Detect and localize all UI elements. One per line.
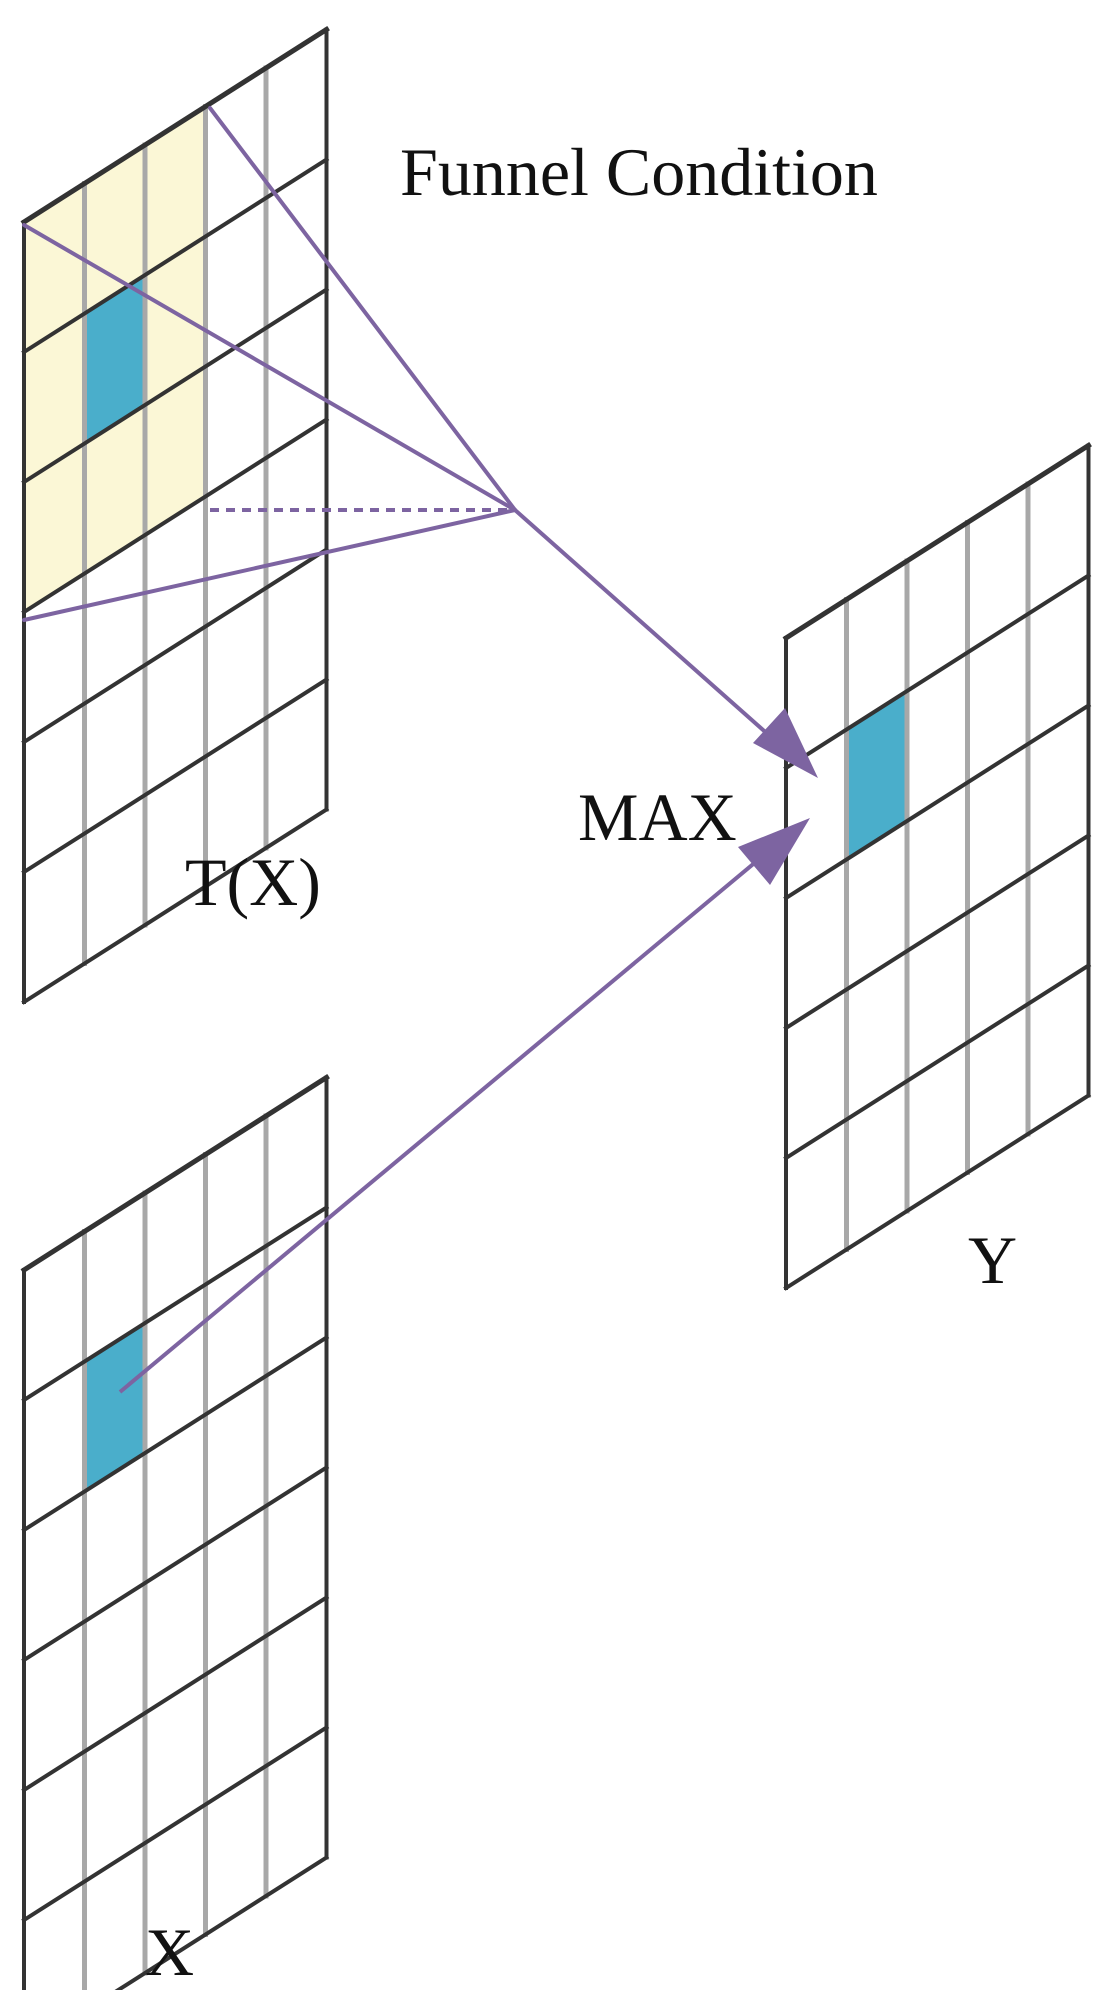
grid-row-line bbox=[783, 572, 1092, 771]
grid-row-line bbox=[20, 1074, 330, 1274]
y-output-map-grid bbox=[782, 442, 1092, 1291]
arrows bbox=[118, 508, 818, 1394]
y-grid-lines bbox=[782, 442, 1092, 1291]
x-grid-lines bbox=[20, 1074, 330, 1990]
tx-feature-map-grid bbox=[20, 26, 330, 1005]
grid-row-line bbox=[21, 1334, 330, 1533]
y-highlight-cell bbox=[845, 689, 908, 862]
x-highlight-cell bbox=[83, 1321, 146, 1494]
grid-row-line bbox=[21, 806, 330, 1005]
y-label: Y bbox=[968, 1222, 1017, 1298]
arrow-x-to-y bbox=[118, 848, 772, 1394]
x-label: X bbox=[145, 1914, 194, 1990]
arrowhead-tx-to-y bbox=[753, 708, 818, 778]
grid-row-line bbox=[21, 286, 330, 485]
max-label: MAX bbox=[578, 779, 737, 855]
arrowhead-x-to-y bbox=[738, 818, 810, 885]
grid-row-line bbox=[21, 156, 330, 355]
funnel-lines bbox=[22, 106, 517, 622]
grid-row-line bbox=[21, 416, 330, 615]
grid-row-line bbox=[114, 1854, 330, 1990]
funnel-condition-label: Funnel Condition bbox=[400, 134, 878, 210]
grid-row-line bbox=[782, 442, 1092, 642]
arrow-tx-to-y bbox=[513, 508, 782, 747]
grid-row-line bbox=[21, 1594, 330, 1793]
grid-row-line bbox=[21, 676, 330, 875]
tx-grid-lines bbox=[20, 26, 330, 1005]
grid-row-line bbox=[20, 26, 330, 226]
funnel-line-top bbox=[208, 106, 517, 512]
tx-label: T(X) bbox=[185, 844, 321, 920]
grid-row-line bbox=[21, 546, 330, 745]
grid-row-line bbox=[21, 1464, 330, 1663]
funnel-line-bottom bbox=[22, 508, 517, 622]
grid-row-line bbox=[21, 1724, 330, 1923]
grid-row-line bbox=[783, 962, 1092, 1161]
grid-row-line bbox=[783, 1092, 1092, 1291]
x-feature-map-grid bbox=[20, 1074, 330, 1990]
grid-row-line bbox=[783, 832, 1092, 1031]
grid-row-line bbox=[783, 702, 1092, 901]
funnel-line-upper bbox=[22, 223, 517, 512]
grid-row-line bbox=[21, 1204, 330, 1403]
